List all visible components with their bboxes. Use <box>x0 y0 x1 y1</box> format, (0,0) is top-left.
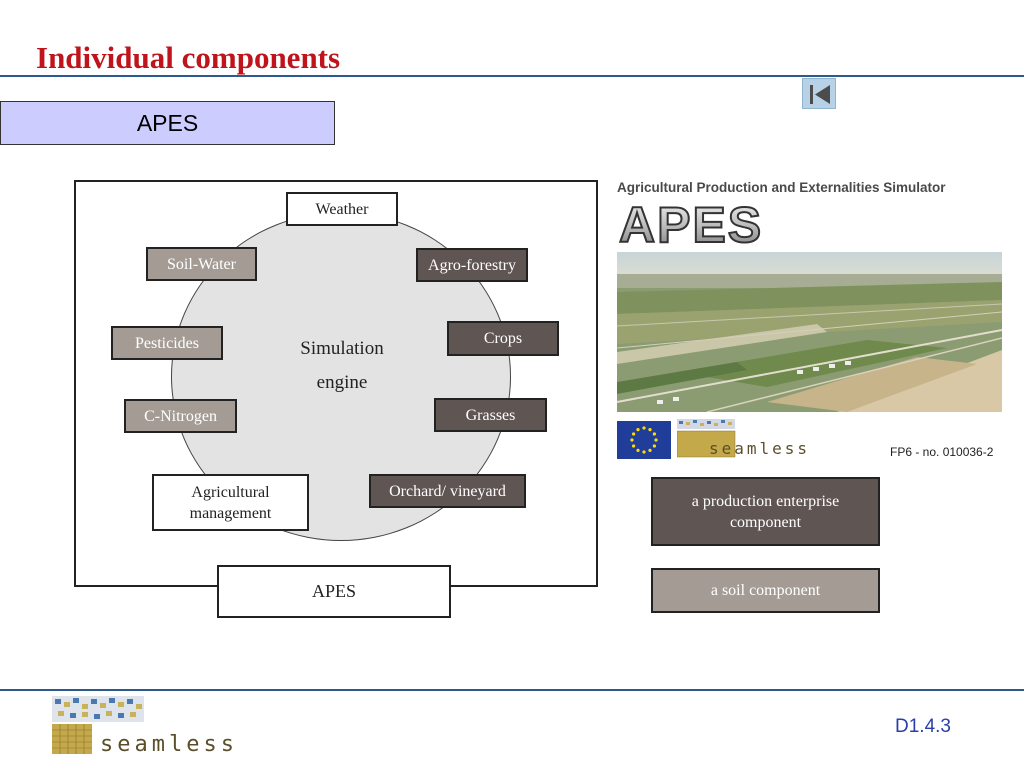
component-agro-forestry: Agro-forestry <box>416 248 528 282</box>
seamless-mosaic-icon <box>677 419 736 458</box>
nav-first-button[interactable] <box>802 78 836 109</box>
apes-logo-text: APES <box>619 198 763 250</box>
engine-label-line1: Simulation <box>300 338 384 359</box>
footer-rule <box>0 689 1024 691</box>
seamless-footer-text: seamless <box>100 732 238 757</box>
apes-logo: APES <box>618 198 763 250</box>
seamless-footer-mosaic-icon <box>52 696 144 754</box>
component-weather: Weather <box>286 192 398 226</box>
slide-title: Individual components <box>36 40 341 75</box>
document-id: D1.4.3 <box>895 716 951 737</box>
apes-frame-label: APES <box>217 565 451 618</box>
seamless-logo-small: seamless <box>677 419 817 461</box>
component-orchard-vineyard: Orchard/ vineyard <box>369 474 526 508</box>
seamless-footer-logo: seamless <box>52 696 262 758</box>
seamless-small-text: seamless <box>709 439 811 458</box>
component-c-nitrogen: C-Nitrogen <box>124 399 237 433</box>
component-pesticides: Pesticides <box>111 326 223 360</box>
apes-full-name: Agricultural Production and Externalitie… <box>617 180 946 195</box>
aerial-farmland-photo <box>617 252 1002 412</box>
simulation-engine-label: Simulation engine <box>270 332 414 400</box>
skip-back-icon <box>810 85 830 104</box>
component-agricultural-management: Agricultural management <box>152 474 309 531</box>
fp6-project-number: FP6 - no. 010036-2 <box>890 445 994 459</box>
header-rule <box>0 75 1024 77</box>
engine-label-line2: engine <box>316 372 368 393</box>
eu-flag-icon <box>617 421 671 459</box>
component-crops: Crops <box>447 321 559 356</box>
legend-soil-component: a soil component <box>651 568 880 613</box>
section-tag: APES <box>0 101 335 145</box>
component-soil-water: Soil-Water <box>146 247 257 281</box>
legend-production-component: a production enterprise component <box>651 477 880 546</box>
component-grasses: Grasses <box>434 398 547 432</box>
